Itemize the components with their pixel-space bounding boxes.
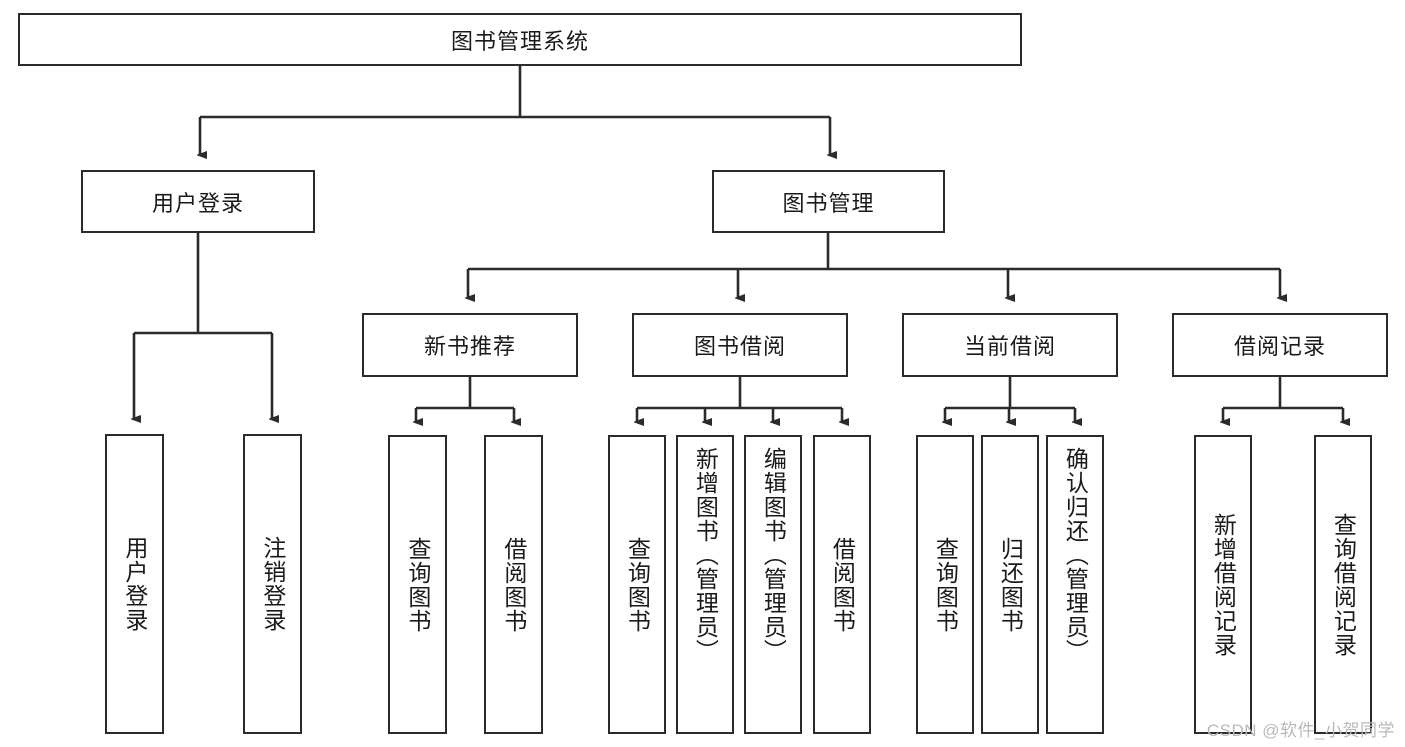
leaf-new-book-borrow[interactable]: 借阅图书 [484, 435, 543, 734]
node-root[interactable]: 图书管理系统 [18, 13, 1022, 66]
node-borrow-record-label: 借阅记录 [1233, 334, 1326, 359]
leaf-label: 新增借阅记录 [1210, 512, 1237, 657]
watermark: CSDN @软件_小贺同学 [1206, 721, 1395, 740]
node-book-borrow[interactable]: 图书借阅 [632, 313, 848, 377]
node-borrow-record[interactable]: 借阅记录 [1172, 313, 1388, 377]
node-book-management-label: 图书管理 [782, 190, 875, 216]
leaf-current-return-book[interactable]: 归还图书 [981, 435, 1039, 734]
leaf-user-login-signout[interactable]: 注销登录 [243, 434, 302, 734]
leaf-record-query[interactable]: 查询借阅记录 [1314, 435, 1372, 734]
node-user-login[interactable]: 用户登录 [81, 170, 315, 233]
leaf-record-add[interactable]: 新增借阅记录 [1194, 435, 1252, 734]
leaf-label: 注销登录 [259, 536, 286, 632]
leaf-borrow-query-book[interactable]: 查询图书 [608, 435, 666, 734]
leaf-label: 查询借阅记录 [1330, 512, 1357, 657]
leaf-label: 编辑图书（管理员） [760, 447, 787, 663]
leaf-new-book-query[interactable]: 查询图书 [388, 435, 447, 734]
node-new-book-recommend-label: 新书推荐 [423, 334, 516, 359]
leaf-current-query-book[interactable]: 查询图书 [916, 435, 974, 734]
node-new-book-recommend[interactable]: 新书推荐 [362, 313, 578, 377]
leaf-label: 新增图书（管理员） [692, 447, 719, 663]
leaf-borrow-edit-book[interactable]: 编辑图书（管理员） [744, 435, 802, 734]
node-current-borrow-label: 当前借阅 [963, 334, 1056, 359]
leaf-user-login-signin[interactable]: 用户登录 [105, 434, 164, 734]
node-root-label: 图书管理系统 [450, 28, 589, 54]
leaf-borrow-borrow-book[interactable]: 借阅图书 [813, 435, 871, 734]
leaf-label: 借阅图书 [829, 536, 856, 633]
leaf-label: 借阅图书 [500, 536, 527, 633]
leaf-label: 归还图书 [997, 536, 1024, 633]
node-book-management[interactable]: 图书管理 [712, 170, 945, 233]
leaf-label: 确认归还（管理员） [1062, 447, 1089, 663]
leaf-borrow-add-book[interactable]: 新增图书（管理员） [676, 435, 734, 734]
leaf-current-confirm-return[interactable]: 确认归还（管理员） [1046, 435, 1104, 734]
node-user-login-label: 用户登录 [151, 190, 244, 216]
leaf-label: 查询图书 [932, 536, 959, 633]
leaf-label: 查询图书 [404, 536, 431, 633]
leaf-label: 查询图书 [624, 536, 651, 633]
node-current-borrow[interactable]: 当前借阅 [902, 313, 1118, 377]
node-book-borrow-label: 图书借阅 [693, 334, 786, 359]
leaf-label: 用户登录 [121, 536, 148, 632]
